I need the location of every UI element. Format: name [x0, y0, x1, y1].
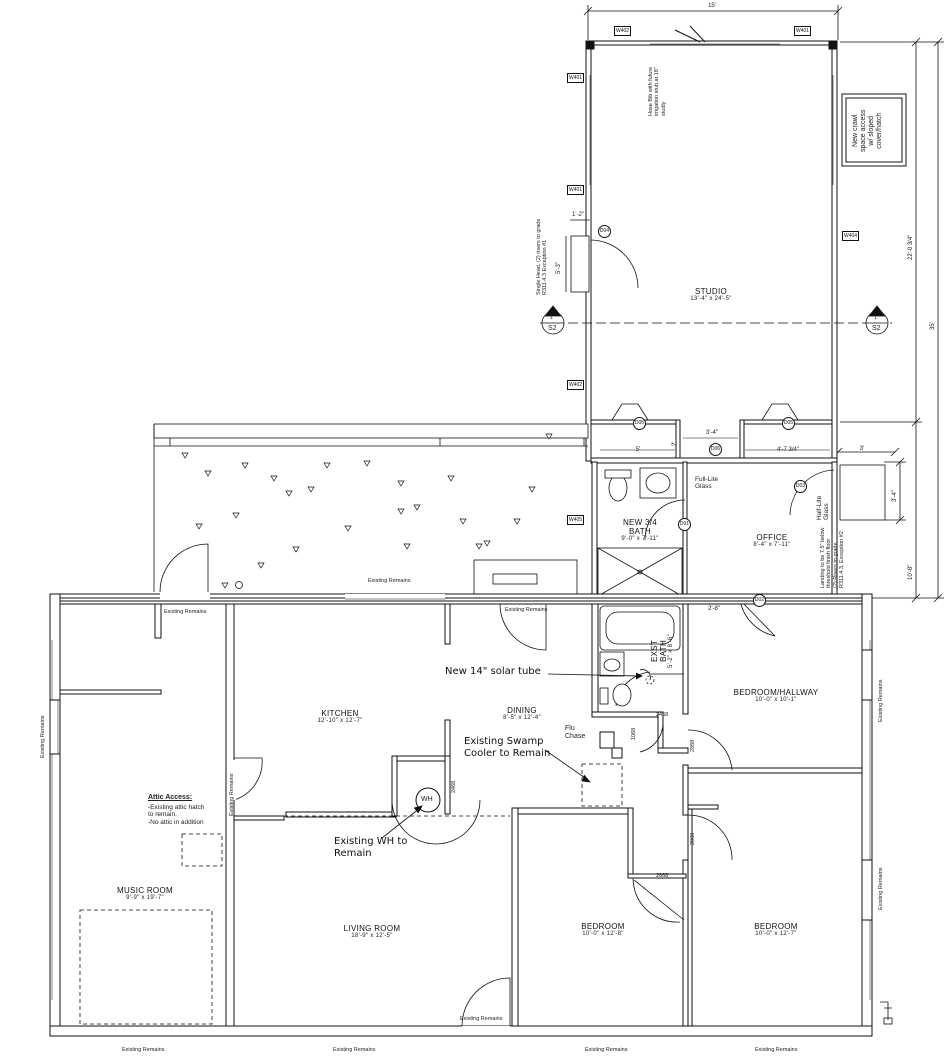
dim-door-a: 1'-2" [572, 212, 584, 218]
window-tag-w401b: W401 [567, 73, 585, 83]
door-2468b: 2468 [656, 712, 669, 718]
dim-office-height: 10'-8" [908, 564, 914, 580]
door-tag-d05b: D05 [782, 417, 795, 430]
door-tag-d05a: D05 [633, 417, 646, 430]
main-house-walls [49, 592, 873, 1037]
door-2468a: 2468 [451, 780, 457, 793]
dim-right-3: 3' [859, 446, 865, 452]
dim-bath-door: 2'-8" [708, 606, 720, 612]
note-egress-right: Landing to be 7.5" below threshold finis… [820, 527, 845, 588]
existing-remains-music-top: Existing Remains [164, 609, 207, 615]
leader-arrows [381, 672, 643, 839]
window-tag-w401a: W401 [794, 26, 812, 36]
existing-remains-bottom-1: Existing Remains [122, 1047, 165, 1053]
note-egress-left: Single Head, (2) risers to grade R311.4.… [536, 218, 549, 295]
dim-overall-height: 35' [930, 322, 936, 330]
dim-closet-right: 4'-7 3/4" [777, 447, 799, 453]
existing-remains-bottom-4: Existing Remains [755, 1047, 798, 1053]
note-solar-tube: New 14" solar tube [445, 666, 541, 677]
door-tag-d06: D06 [709, 443, 722, 456]
door-tag-d03: D03 [794, 480, 807, 493]
top-dimension-line [583, 5, 843, 40]
section-num-left: 1 [550, 315, 554, 321]
door-tag-d04: D04 [598, 225, 611, 238]
note-hose-bib: Hose Bib with future irrigation stub at … [648, 66, 667, 116]
window-tag-w404: W404 [842, 231, 860, 241]
window-tag-w402b: W402 [567, 380, 585, 390]
hose-bib [880, 1001, 893, 1025]
note-half-lite: Half-Lite Glass [816, 495, 831, 520]
note-swamp-cooler: Existing Swamp Cooler to Remain [464, 736, 551, 759]
existing-remains-bottom-3: Existing Remains [585, 1047, 628, 1053]
existing-remains-left: Existing Remains [40, 715, 46, 759]
door-2668: 2668 [656, 873, 669, 879]
section-num-right: 1 [874, 315, 878, 321]
existing-remains-dining-top: Existing Remains [505, 607, 548, 613]
water-heater-label: WH [421, 796, 433, 803]
dim-door-b: 5'-3" [556, 262, 562, 274]
existing-remains-living-door: Existing Remains [460, 1016, 503, 1022]
door-tag-d02: D02 [753, 594, 766, 607]
dim-studio-height: 22'-0 3/4" [908, 234, 914, 260]
dim-office-ext: 3'-4" [892, 490, 898, 502]
section-sheet-right: S2 [872, 325, 881, 332]
door-tag-d01: D01 [678, 518, 691, 531]
dim-closet-gap: 2' [672, 441, 678, 446]
dim-top-width: 15' [708, 3, 716, 9]
dashed-outlines [79, 763, 623, 1025]
existing-remains-patio: Existing Remains [368, 578, 411, 584]
new-bath-fixtures [597, 467, 683, 597]
window-tag-w402a: W402 [614, 26, 632, 36]
door-2868a: 2868 [690, 739, 696, 752]
patio-gravel-marks [181, 433, 553, 589]
door-2868b: 2868 [690, 832, 696, 845]
note-water-heater: Existing WH to Remain [334, 836, 408, 859]
existing-remains-kitchen: Existing Remains [229, 773, 235, 817]
note-attic-title: Attic Access: [148, 794, 193, 801]
door-1068: 1068 [631, 727, 637, 740]
existing-remains-right-2: Existing Remains [878, 867, 884, 911]
note-crawl-space: New crawl space access w/ sloped cover/h… [852, 109, 884, 152]
dim-closet-mid: 3'-4" [706, 430, 718, 436]
window-tag-w405: W405 [567, 515, 585, 525]
window-tag-w401c: W401 [567, 185, 585, 195]
studio-entry-door [565, 219, 639, 293]
section-sheet-left: S2 [548, 325, 557, 332]
crawl-space-box [841, 93, 907, 167]
note-attic-body: -Existing attic hatch to remain. -No att… [148, 804, 205, 826]
existing-remains-right-1: Existing Remains [878, 679, 884, 723]
dim-closet-left: 5' [635, 447, 641, 453]
note-full-lite: Full-Lite Glass [695, 476, 719, 491]
section-cut-markers [540, 305, 892, 335]
patio-area [153, 423, 589, 595]
exist-bath-fixtures [599, 605, 681, 707]
studio-walls [585, 25, 838, 462]
existing-remains-bottom-2: Existing Remains [333, 1047, 376, 1053]
note-flu-chase: Flu Chase [565, 725, 586, 741]
